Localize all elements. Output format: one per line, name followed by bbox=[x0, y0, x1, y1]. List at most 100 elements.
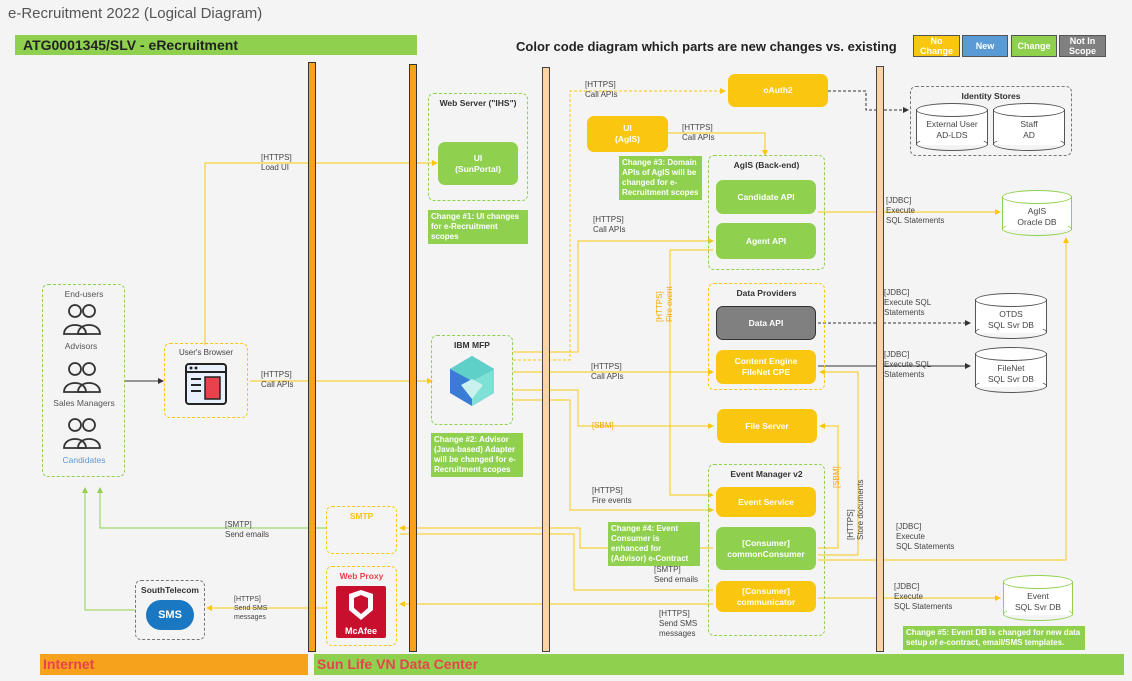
candidates-label: Candidates bbox=[62, 455, 106, 465]
ad-lds-db: External User AD-LDS bbox=[916, 103, 988, 151]
users-browser-box bbox=[164, 343, 248, 418]
end-users-group bbox=[42, 284, 125, 477]
label-fire-events: [HTTPS] Fire events bbox=[592, 486, 632, 505]
label-sbm-2: [SBM] bbox=[832, 466, 841, 488]
label-jdbc-agis: [JDBC] Execute SQL Statements bbox=[886, 196, 945, 225]
event-manager-title: Event Manager v2 bbox=[730, 469, 803, 479]
users-browser-label: User's Browser bbox=[179, 348, 233, 357]
agis-backend-box: AgIS (Back-end) bbox=[708, 155, 825, 270]
conn-oauth-ids bbox=[828, 90, 909, 113]
label-https-sms: [HTTPS] Send SMS messages bbox=[234, 596, 268, 621]
web-server-title: Web Server ("IHS") bbox=[439, 98, 517, 108]
conn-uiagis-agis bbox=[668, 132, 768, 156]
label-jdbc-event: [JDBC] Execute SQL Statements bbox=[894, 582, 953, 611]
mcafee-logo: McAfee bbox=[336, 586, 386, 638]
conn-st-users bbox=[82, 487, 135, 611]
label-smtp-send-2: [SMTP] Send emails bbox=[654, 565, 699, 584]
label-smtp-send: [SMTP] Send emails bbox=[225, 520, 270, 539]
otds-db: OTDS SQL Svr DB bbox=[975, 293, 1047, 339]
candidates-icon bbox=[63, 418, 101, 449]
note-change-4: Change #4: Event Consumer is enhanced fo… bbox=[608, 522, 700, 566]
mcafee-label: McAfee bbox=[344, 626, 377, 636]
label-https-sms-2: [HTTPS] Send SMS messages bbox=[659, 609, 698, 638]
browser-icon bbox=[185, 363, 227, 405]
label-jdbc-otds: [JDBC] Execute SQL Statements bbox=[884, 288, 932, 317]
advisors-icon bbox=[63, 304, 101, 335]
project-banner: ATG0001345/SLV - eRecruitment bbox=[15, 35, 417, 55]
label-store-documents: [HTTPS] Store documents bbox=[846, 479, 865, 540]
agis-db-label: AgIS Oracle DB bbox=[1017, 206, 1057, 227]
agent-api: Agent API bbox=[716, 223, 816, 259]
label-browser-call-apis: [HTTPS] Call APIs bbox=[261, 370, 294, 389]
ui-agis: UI (AgIS) bbox=[587, 116, 668, 152]
legend-change: Change bbox=[1011, 35, 1057, 57]
zone-bar-3 bbox=[542, 67, 550, 652]
internet-zone: Internet bbox=[40, 654, 308, 675]
legend-no-change: No Change bbox=[913, 35, 960, 57]
ad-lds-label: External User AD-LDS bbox=[926, 119, 978, 140]
label-ce-call-apis: [HTTPS] Call APIs bbox=[591, 362, 624, 381]
end-users-label: End-users bbox=[64, 289, 104, 299]
mcafee-shield-icon bbox=[349, 590, 373, 620]
ibm-mfp-box: IBM MFP bbox=[431, 335, 513, 425]
event-db-label: Event SQL Svr DB bbox=[1015, 591, 1061, 612]
smtp-box: SMTP bbox=[326, 506, 397, 554]
sales-managers-label: Sales Managers bbox=[53, 398, 115, 408]
filenet-db: FileNet SQL Svr DB bbox=[975, 347, 1047, 393]
zone-bar-4 bbox=[876, 66, 884, 652]
note-change-1: Change #1: UI changes for e-Recruitment … bbox=[428, 210, 528, 244]
staff-ad-db: Staff AD bbox=[993, 103, 1065, 151]
event-manager-box: Event Manager v2 bbox=[708, 464, 825, 636]
conn-smtp-users bbox=[97, 487, 326, 529]
web-proxy-box: Web Proxy bbox=[326, 566, 397, 646]
label-load-ui: [HTTPS] Load UI bbox=[261, 153, 292, 172]
label-agent-call-apis: [HTTPS] Call APIs bbox=[593, 215, 626, 234]
label-jdbc-common: [JDBC] Execute SQL Statements bbox=[896, 522, 955, 551]
file-server: File Server bbox=[717, 409, 817, 443]
ibm-mfp-icon bbox=[450, 356, 494, 406]
data-api: Data API bbox=[716, 306, 816, 340]
page-title: e-Recruitment 2022 (Logical Diagram) bbox=[8, 5, 263, 22]
conn-mfp-es bbox=[513, 399, 714, 513]
identity-stores-box: Identity Stores bbox=[910, 86, 1072, 156]
legend-new: New bbox=[962, 35, 1008, 57]
note-change-3: Change #3: Domain APIs of AgIS will be c… bbox=[619, 156, 702, 200]
conn-agent-fire bbox=[669, 249, 714, 498]
south-telecom-box: SouthTelecom bbox=[135, 580, 205, 640]
content-engine: Content Engine FileNet CPE bbox=[716, 350, 816, 384]
conn-cc-ce bbox=[818, 369, 859, 556]
candidate-api: Candidate API bbox=[716, 180, 816, 214]
otds-db-label: OTDS SQL Svr DB bbox=[988, 309, 1034, 330]
web-proxy-title: Web Proxy bbox=[339, 571, 384, 581]
data-providers-title: Data Providers bbox=[736, 288, 797, 298]
conn-cc-agisdb bbox=[818, 237, 1069, 561]
sms-cloud-icon: SMS bbox=[146, 600, 194, 630]
label-sbm-1: [SBM] bbox=[592, 421, 614, 430]
advisors-label: Advisors bbox=[64, 341, 98, 351]
smtp-title: SMTP bbox=[349, 511, 374, 521]
south-telecom-title: SouthTelecom bbox=[141, 585, 199, 595]
ibm-mfp-title: IBM MFP bbox=[454, 340, 490, 350]
conn-comm-smtp bbox=[400, 533, 713, 591]
agis-backend-title: AgIS (Back-end) bbox=[733, 160, 800, 170]
communicator: [Consumer] communicator bbox=[716, 581, 816, 612]
conn-mfp-oauth bbox=[513, 88, 726, 361]
label-fire-event-vertical: [HTTPS] Fire event bbox=[655, 286, 674, 322]
note-change-5: Change #5: Event DB is changed for new d… bbox=[903, 626, 1085, 650]
filenet-db-label: FileNet SQL Svr DB bbox=[988, 363, 1034, 384]
label-uiagis-call-apis: [HTTPS] Call APIs bbox=[682, 123, 715, 142]
label-jdbc-filenet: [JDBC] Execute SQL Statements bbox=[884, 350, 932, 379]
web-server-box: Web Server ("IHS") bbox=[428, 93, 528, 201]
common-consumer: [Consumer] commonConsumer bbox=[716, 527, 816, 570]
conn-load-ui bbox=[204, 160, 438, 345]
event-service: Event Service bbox=[716, 487, 816, 517]
sunportal-ui: UI (SunPortal) bbox=[438, 142, 518, 185]
data-providers-box: Data Providers bbox=[708, 283, 825, 390]
sales-managers-icon bbox=[63, 362, 101, 393]
identity-stores-title: Identity Stores bbox=[961, 91, 1021, 101]
datacenter-zone: Sun Life VN Data Center bbox=[314, 654, 1124, 675]
label-oauth-call-apis: [HTTPS] Call APIs bbox=[585, 80, 618, 99]
oauth2: oAuth2 bbox=[728, 74, 828, 107]
event-db: Event SQL Svr DB bbox=[1003, 575, 1073, 621]
